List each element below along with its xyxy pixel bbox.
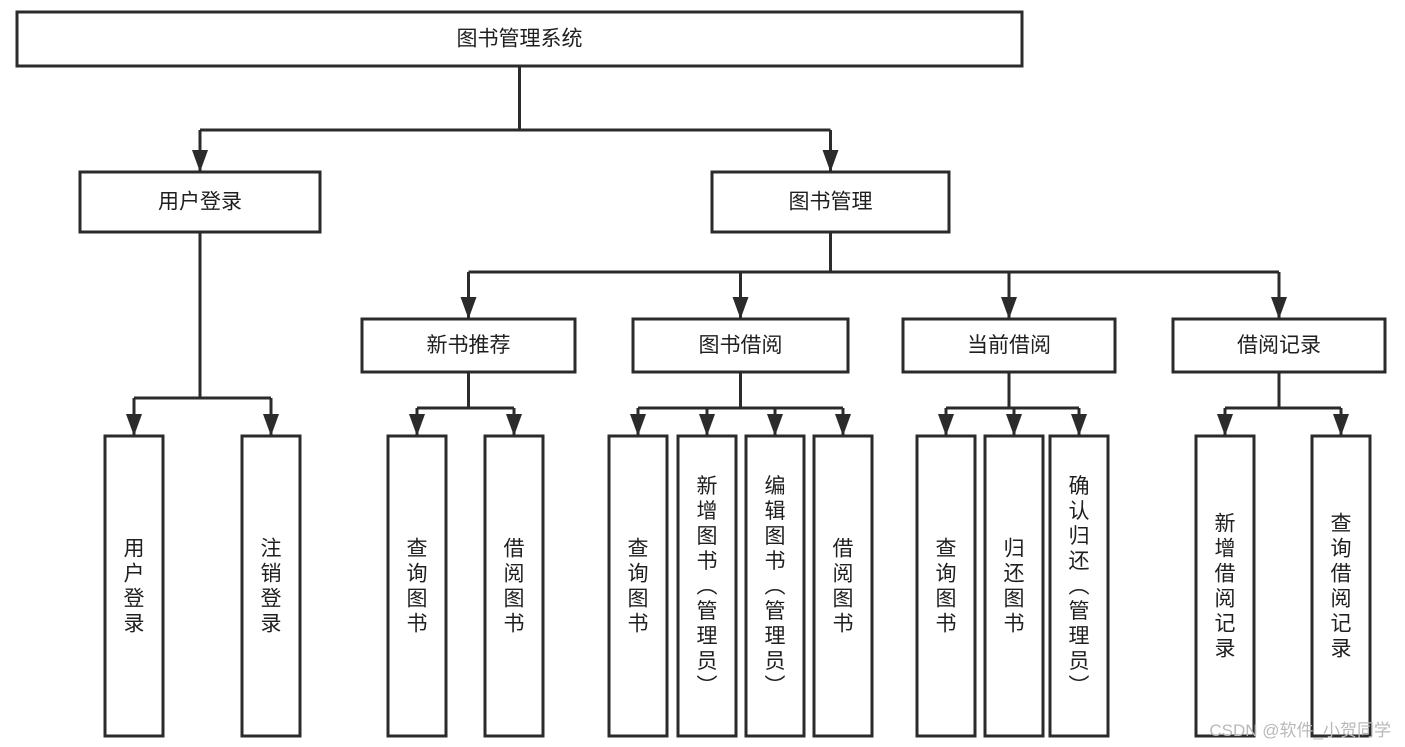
node-label: 新增图书︵管理员︶ bbox=[697, 475, 718, 698]
node-box bbox=[1171, 317, 1387, 374]
node-box bbox=[78, 170, 322, 234]
node-box bbox=[240, 434, 302, 738]
node-label: 借阅图书 bbox=[833, 538, 854, 636]
node-label: 当前借阅 bbox=[967, 334, 1051, 357]
node-book-manage[interactable]: 图书管理 bbox=[710, 170, 951, 234]
node-book-borrow[interactable]: 图书借阅 bbox=[631, 317, 850, 374]
node-root-root[interactable]: 图书管理系统 bbox=[15, 10, 1024, 68]
arrow-head-icon bbox=[460, 297, 477, 319]
node-leaf-leaf-user-logout[interactable]: 注销登录 bbox=[240, 434, 302, 738]
node-label: 图书借阅 bbox=[699, 334, 783, 357]
node-label: 查询借阅记录 bbox=[1331, 513, 1352, 661]
node-leaf-l-query-book-1[interactable]: 查询图书 bbox=[386, 434, 448, 738]
node-box bbox=[386, 434, 448, 738]
arrow-head-icon bbox=[1001, 297, 1017, 319]
arrow-head-icon bbox=[506, 414, 522, 436]
node-label: 注销登录 bbox=[261, 538, 282, 636]
node-box bbox=[1048, 434, 1110, 738]
watermark-label: CSDN @软件_小贺同学 bbox=[1209, 721, 1391, 740]
node-leaf-l-confirm-return[interactable]: 确认归还︵管理员︶ bbox=[1048, 434, 1110, 738]
node-leaf-leaf-user-login[interactable]: 用户登录 bbox=[103, 434, 165, 738]
node-box bbox=[744, 434, 806, 738]
node-label: 用户登录 bbox=[158, 191, 242, 214]
nodes-layer: 图书管理系统用户登录图书管理新书推荐图书借阅当前借阅借阅记录用户登录注销登录查询… bbox=[15, 10, 1387, 738]
node-box bbox=[15, 10, 1024, 68]
node-label: 借阅图书 bbox=[504, 538, 525, 636]
node-leaf-l-add-record[interactable]: 新增借阅记录 bbox=[1194, 434, 1256, 738]
node-label: 确认归还︵管理员︶ bbox=[1069, 475, 1090, 698]
arrow-head-icon bbox=[263, 414, 279, 436]
node-label: 新增借阅记录 bbox=[1215, 513, 1236, 661]
node-box bbox=[1310, 434, 1372, 738]
node-user-login[interactable]: 用户登录 bbox=[78, 170, 322, 234]
arrow-head-icon bbox=[1217, 414, 1233, 436]
node-box bbox=[983, 434, 1045, 738]
connectors-layer bbox=[126, 66, 1349, 436]
arrow-head-icon bbox=[409, 414, 425, 436]
node-leaf-l-query-book-2[interactable]: 查询图书 bbox=[607, 434, 669, 738]
node-box bbox=[103, 434, 165, 738]
node-current-borrow[interactable]: 当前借阅 bbox=[901, 317, 1117, 374]
node-leaf-l-query-record[interactable]: 查询借阅记录 bbox=[1310, 434, 1372, 738]
node-borrow-record[interactable]: 借阅记录 bbox=[1171, 317, 1387, 374]
node-new-book-rec[interactable]: 新书推荐 bbox=[360, 317, 577, 374]
arrow-head-icon bbox=[732, 297, 749, 319]
node-label: 查询图书 bbox=[628, 538, 649, 636]
node-label: 编辑图书︵管理员︶ bbox=[765, 475, 786, 698]
arrow-head-icon bbox=[1333, 414, 1349, 436]
arrow-head-icon bbox=[822, 150, 839, 172]
node-leaf-l-return-book[interactable]: 归还图书 bbox=[983, 434, 1045, 738]
node-leaf-l-add-book[interactable]: 新增图书︵管理员︶ bbox=[676, 434, 738, 738]
node-box bbox=[812, 434, 874, 738]
node-leaf-l-query-book-3[interactable]: 查询图书 bbox=[915, 434, 977, 738]
node-label: 借阅记录 bbox=[1237, 334, 1321, 357]
arrow-head-icon bbox=[1271, 297, 1287, 319]
node-box bbox=[607, 434, 669, 738]
node-label: 查询图书 bbox=[407, 538, 428, 636]
node-box bbox=[631, 317, 850, 374]
arrow-head-icon bbox=[938, 414, 954, 436]
arrow-head-icon bbox=[126, 414, 142, 436]
arrow-head-icon bbox=[630, 414, 646, 436]
arrow-head-icon bbox=[192, 150, 208, 172]
arrow-head-icon bbox=[835, 414, 851, 436]
arrow-head-icon bbox=[699, 414, 715, 436]
node-box bbox=[483, 434, 545, 738]
node-label: 图书管理 bbox=[789, 191, 873, 214]
node-label: 新书推荐 bbox=[427, 334, 511, 357]
node-box bbox=[915, 434, 977, 738]
arrow-head-icon bbox=[767, 414, 783, 436]
node-leaf-l-edit-book[interactable]: 编辑图书︵管理员︶ bbox=[744, 434, 806, 738]
node-leaf-l-borrow-book-1[interactable]: 借阅图书 bbox=[483, 434, 545, 738]
node-label: 用户登录 bbox=[124, 538, 145, 636]
node-label: 查询图书 bbox=[936, 538, 957, 636]
node-label: 图书管理系统 bbox=[457, 28, 583, 51]
node-label: 归还图书 bbox=[1004, 538, 1025, 636]
node-box bbox=[1194, 434, 1256, 738]
node-box bbox=[901, 317, 1117, 374]
node-box bbox=[710, 170, 951, 234]
arrow-head-icon bbox=[1071, 414, 1087, 436]
node-box bbox=[676, 434, 738, 738]
arrow-head-icon bbox=[1006, 414, 1022, 436]
node-leaf-l-borrow-book-2[interactable]: 借阅图书 bbox=[812, 434, 874, 738]
node-box bbox=[360, 317, 577, 374]
